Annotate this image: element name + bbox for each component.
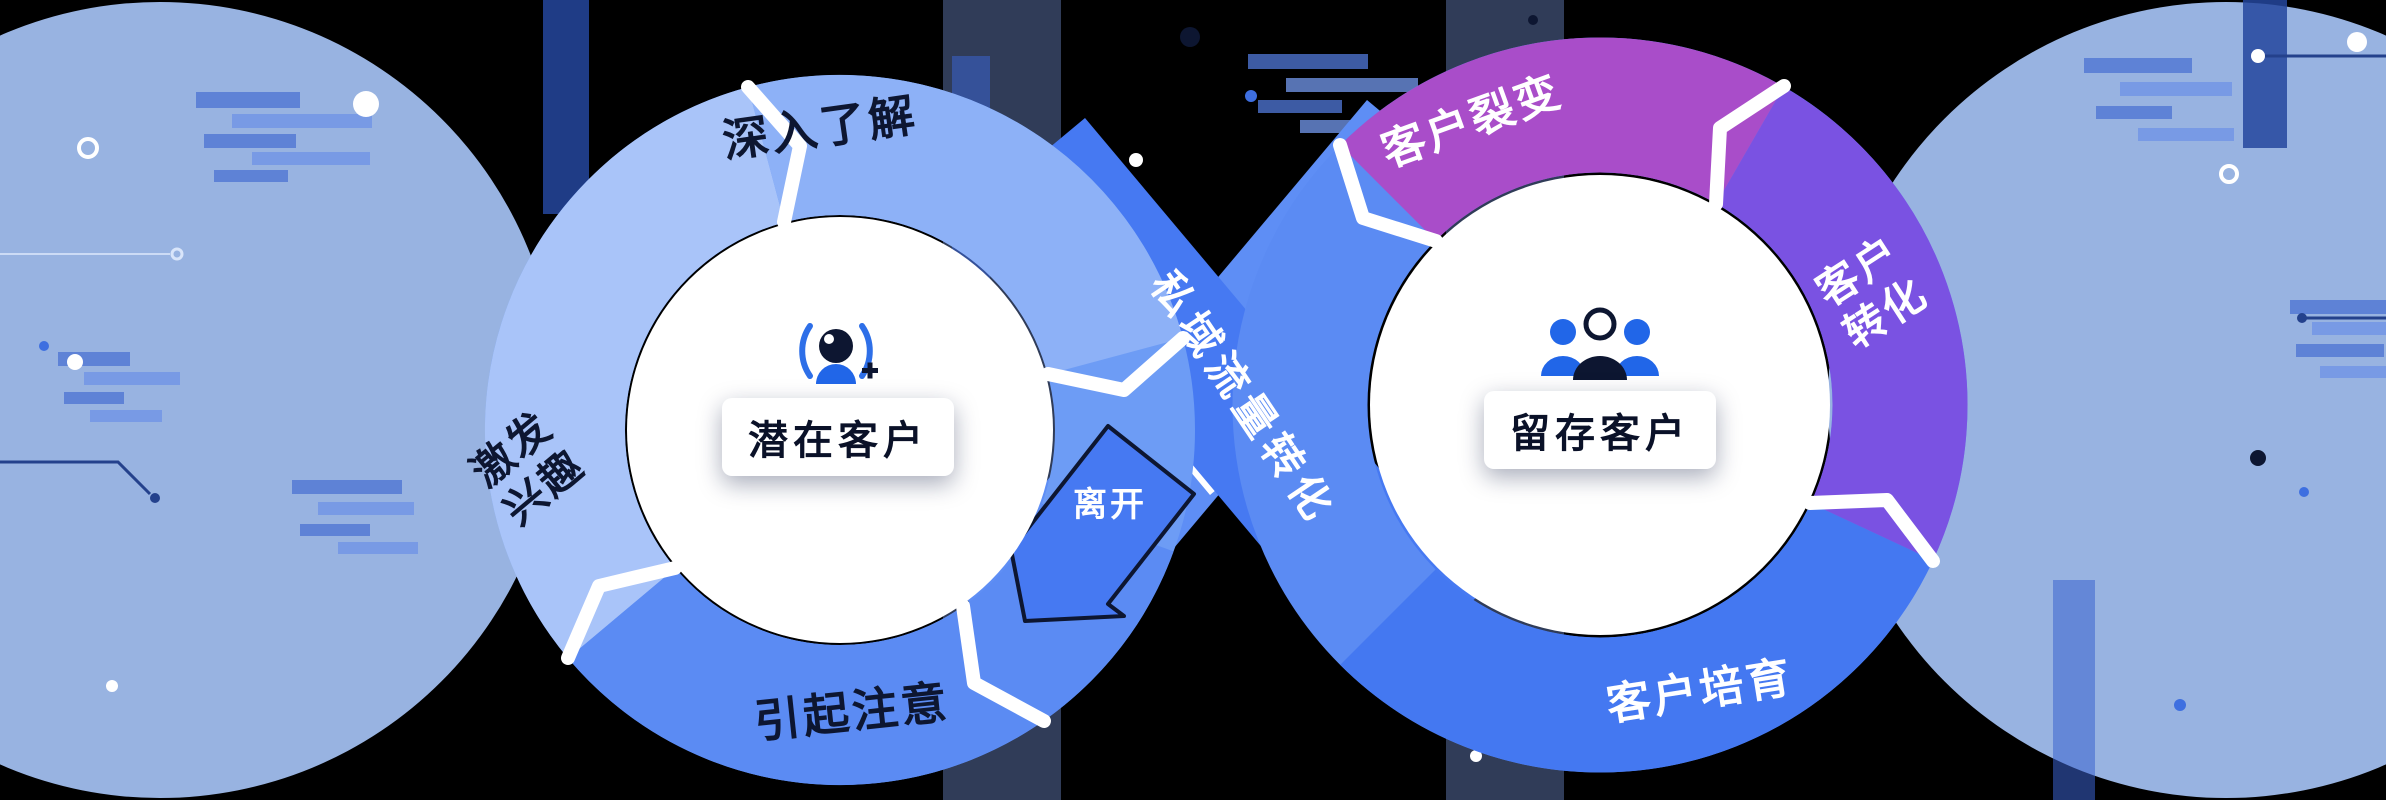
prospect-signal-plus-icon (799, 323, 878, 384)
right-ring-segment-convert (1715, 86, 1968, 561)
background-circle-left (0, 2, 558, 798)
right-cycle-ring (1232, 37, 1968, 773)
glitch-cluster-right-mid (2290, 300, 2386, 378)
right-ring-segment-fission (1340, 37, 1784, 242)
left-cycle-inner-disc (627, 217, 1053, 643)
right-ring-flow-chevrons (1333, 79, 1940, 568)
right-cycle-inner-disc (1370, 175, 1830, 635)
glitch-cluster-left-bottom (292, 480, 418, 554)
circuit-lines (0, 49, 2386, 503)
background-circle-right (1828, 2, 2386, 798)
people-group-icon (1541, 307, 1659, 380)
decor-dot-on-band (1129, 153, 1143, 167)
left-ring-segment-understand (748, 75, 1183, 376)
right-ring-segment-nurture (1340, 502, 1934, 773)
left-ring-flow-chevrons (561, 80, 1190, 728)
left-ring-segment-interest (484, 87, 786, 659)
decor-dots (39, 15, 2367, 762)
glitch-cluster-right-top (2084, 58, 2234, 141)
glitch-cluster-left-top (196, 92, 372, 182)
